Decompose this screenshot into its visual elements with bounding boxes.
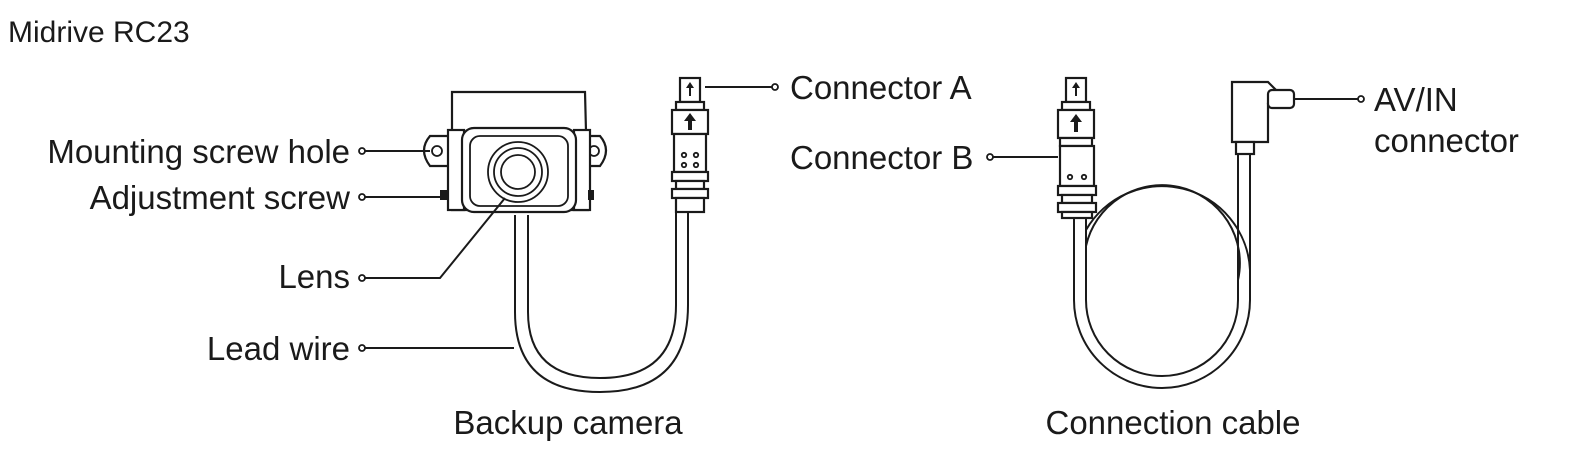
adjustment-screw	[440, 190, 448, 200]
camera-leader-lines	[358, 83, 779, 352]
connection-cable-illustration	[1056, 76, 1296, 389]
label-connector-b: Connector B	[790, 139, 973, 176]
backup-camera-illustration	[422, 76, 710, 394]
label-lens: Lens	[278, 258, 350, 295]
connector-a	[670, 76, 710, 214]
page-title: Midrive RC23	[8, 16, 190, 49]
label-mounting-screw-hole: Mounting screw hole	[47, 133, 350, 170]
label-av-in-connector: connector	[1374, 122, 1519, 159]
av-in-connector	[1230, 80, 1296, 156]
label-av-in: AV/IN	[1374, 81, 1458, 118]
label-lead-wire: Lead wire	[207, 330, 350, 367]
cable-leader-lines	[986, 95, 1365, 161]
connector-b	[1056, 76, 1098, 220]
cable-loop	[1073, 155, 1251, 389]
caption-connection-cable: Connection cable	[1045, 404, 1300, 441]
lead-wire	[514, 210, 689, 394]
lens	[500, 154, 536, 190]
caption-backup-camera: Backup camera	[453, 404, 683, 441]
label-connector-a: Connector A	[790, 69, 972, 106]
mounting-screw-hole-left	[431, 145, 443, 157]
label-adjustment-screw: Adjustment screw	[90, 179, 351, 216]
